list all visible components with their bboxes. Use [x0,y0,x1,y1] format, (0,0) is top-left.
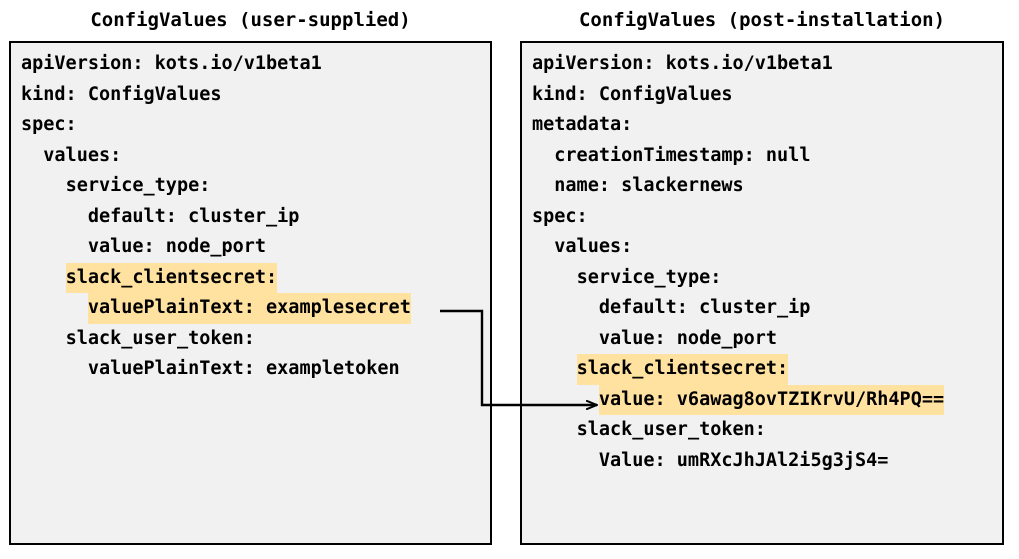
right_panel-line-text: slack_user_token: [576,419,766,440]
right_panel-line-text: Value: umRXcJhJAl2i5g3jS4= [598,449,889,471]
left_panel-line: service_type: [21,171,490,202]
left_panel-line-indent [21,202,88,233]
right_panel-line: slack_user_token: [532,415,1002,446]
left_panel-line: spec: [21,110,490,141]
left_panel-line-text: slack_clientsecret: [65,262,278,293]
left_panel-line-text: apiVersion: kots.io/v1beta1 [21,53,322,74]
left-configvalues-code-box: apiVersion: kots.io/v1beta1 kind: ConfigV… [9,41,492,545]
right_panel-line: kind: ConfigValues [532,80,1002,111]
right_panel-line-text: creationTimestamp: null [554,144,811,166]
right_panel-line-text: spec: [532,205,588,227]
right_panel-line-indent [532,141,554,172]
right_panel-line: name: slackernews [532,171,1002,202]
left_panel-line: apiVersion: kots.io/v1beta1 [21,49,490,80]
right_panel-line: slack_clientsecret: [532,354,1002,385]
right_panel-line-indent [532,415,577,446]
right_panel-line-indent [532,171,554,202]
right_panel-line: creationTimestamp: null [532,141,1002,172]
left_panel-line: valuePlainText: examplesecret [21,293,490,324]
right_panel-line-text: default: cluster_ip [598,297,811,318]
right_panel-line: apiVersion: kots.io/v1beta1 [532,49,1002,80]
right_panel-line: Value: umRXcJhJAl2i5g3jS4= [532,446,1002,477]
left_panel-line-text: spec: [21,114,77,135]
left-panel-title: ConfigValues (user-supplied) [90,9,411,31]
right_panel-line-indent [532,293,599,324]
left_panel-line: kind: ConfigValues [21,80,490,111]
left_panel-line-text: values: [43,144,122,166]
right_panel-line-indent [532,324,599,355]
right_panel-line: spec: [532,202,1002,233]
right_panel-line-text: value: v6awag8ovTZIKrvU/Rh4PQ== [598,384,945,415]
left_panel-line-text: default: cluster_ip [87,205,300,227]
right_panel-line: default: cluster_ip [532,293,1002,324]
left_panel-line-indent [21,263,66,294]
left_panel-line: slack_clientsecret: [21,262,490,294]
right-configvalues-code-box: apiVersion: kots.io/v1beta1 kind: ConfigV… [520,41,1004,545]
right_panel-line: values: [532,232,1002,263]
right_panel-line: service_type: [532,263,1002,294]
left_panel-line: values: [21,141,490,172]
right_panel-line-text: name: slackernews [554,175,744,196]
right_panel-line: metadata: [532,110,1002,141]
left_panel-line: slack_user_token: [21,324,490,355]
right_panel-line-text: value: node_port [598,327,778,349]
left_panel-line: default: cluster_ip [21,202,490,233]
right-code-lines: apiVersion: kots.io/v1beta1 kind: ConfigV… [522,43,1002,477]
left_panel-line-indent [21,293,88,324]
right_panel-line-indent [532,232,554,263]
right_panel-line-indent [532,446,599,477]
left_panel-line-indent [21,141,43,172]
left_panel-line-text: value: node_port [87,236,267,257]
right_panel-line-text: values: [554,236,633,257]
left_panel-line-indent [21,324,66,355]
left_panel-line-indent [21,354,88,385]
right_panel-line-indent [532,354,577,385]
left_panel-line-text: service_type: [65,175,211,196]
right_panel-line-text: kind: ConfigValues [532,83,733,105]
left_panel-line: valuePlainText: exampletoken [21,354,490,385]
left_panel-line-text: kind: ConfigValues [21,83,222,105]
right_panel-line-indent [532,263,577,294]
right_panel-line-text: metadata: [532,114,633,135]
right_panel-line: value: node_port [532,324,1002,355]
left_panel-line: value: node_port [21,232,490,263]
left-code-lines: apiVersion: kots.io/v1beta1 kind: ConfigV… [11,43,490,385]
right_panel-line-text: slack_clientsecret: [576,354,789,385]
left_panel-line-indent [21,232,88,263]
left_panel-line-text: slack_user_token: [65,327,255,349]
right-panel-title: ConfigValues (post-installation) [578,9,946,31]
right_panel-line-text: apiVersion: kots.io/v1beta1 [532,53,833,74]
left_panel-line-text: valuePlainText: exampletoken [87,358,400,379]
left_panel-line-indent [21,171,66,202]
right_panel-line-text: service_type: [576,266,722,288]
left_panel-line-text: valuePlainText: examplesecret [87,293,411,324]
right_panel-line-indent [532,385,599,416]
right_panel-line: value: v6awag8ovTZIKrvU/Rh4PQ== [532,384,1002,416]
